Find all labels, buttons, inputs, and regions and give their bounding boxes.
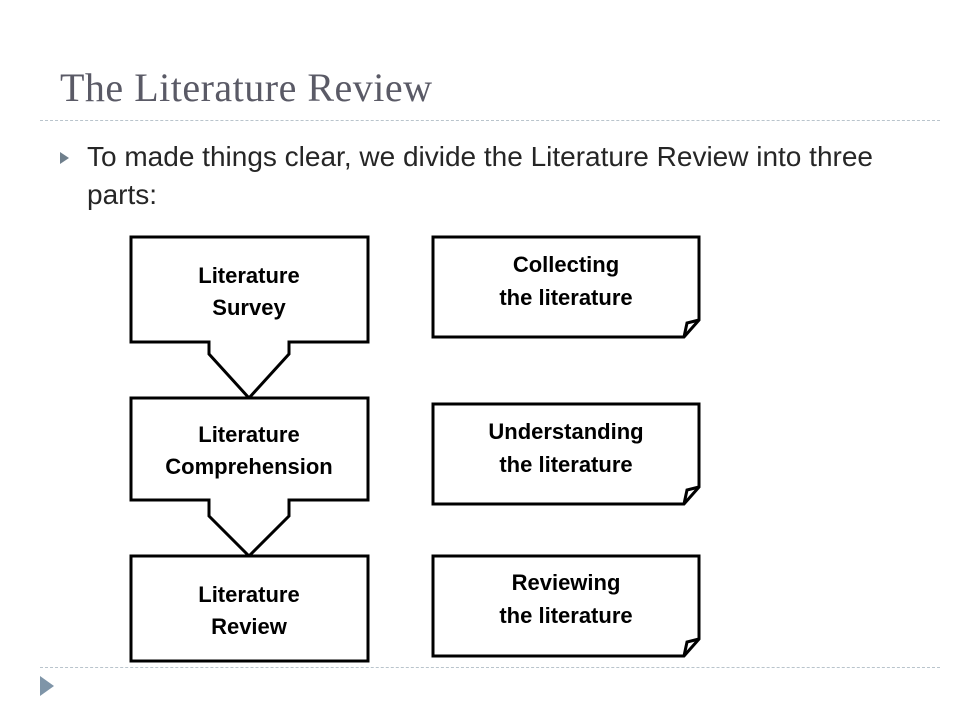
stage-literature-comprehension: Literature Comprehension <box>129 396 370 559</box>
note-label-line1: Understanding <box>488 419 643 444</box>
bullet-triangle-icon <box>60 152 69 164</box>
stage-literature-review: Literature Review <box>129 554 370 663</box>
stage-literature-survey: Literature Survey <box>129 235 370 401</box>
note-label-line2: the literature <box>499 452 632 477</box>
stage-label-line2: Comprehension <box>165 454 332 479</box>
stage-label-line1: Literature <box>198 263 299 288</box>
note-collecting: Collecting the literature <box>431 235 701 339</box>
note-label-line1: Collecting <box>513 252 619 277</box>
title-divider <box>40 120 940 121</box>
note-understanding: Understanding the literature <box>431 402 701 506</box>
footer-divider <box>40 667 940 668</box>
slide-title: The Literature Review <box>60 65 433 110</box>
note-label-line1: Reviewing <box>512 570 621 595</box>
note-reviewing: Reviewing the literature <box>431 554 701 658</box>
footer-triangle-icon <box>40 676 54 696</box>
stage-label-line2: Review <box>211 614 288 639</box>
stage-label-line1: Literature <box>198 422 299 447</box>
bullet-text: To made things clear, we divide the Lite… <box>87 141 873 210</box>
note-label-line2: the literature <box>499 285 632 310</box>
note-label-line2: the literature <box>499 603 632 628</box>
stage-label-line2: Survey <box>212 295 286 320</box>
stage-label-line1: Literature <box>198 582 299 607</box>
